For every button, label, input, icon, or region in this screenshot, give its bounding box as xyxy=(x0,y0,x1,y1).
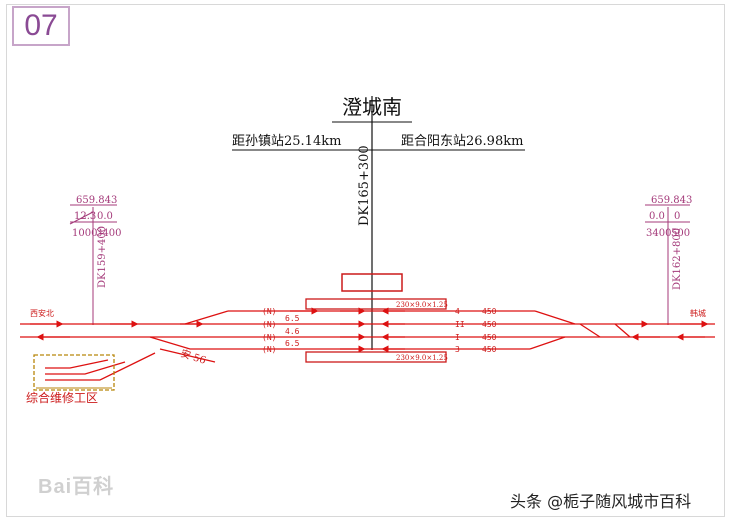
track-i-spacing: 6.5 xyxy=(285,339,300,348)
right-elevation: 659.843 xyxy=(651,195,692,206)
track-3-code: (N) xyxy=(262,345,276,354)
branch-line xyxy=(159,348,216,363)
platform-top-label: 230×9.0×1.25 xyxy=(396,301,448,309)
depot-label: 综合维修工区 xyxy=(26,390,98,405)
platform-bottom xyxy=(305,351,447,363)
distance-right: 距合阳东站26.98km xyxy=(401,134,523,149)
left-grade-b: 0.0 xyxy=(97,211,113,222)
drawing-frame xyxy=(6,4,725,517)
track-ii-number: II xyxy=(455,320,465,329)
right-length-b: 500 xyxy=(671,228,690,239)
center-mileage: DK165+300 xyxy=(357,145,372,226)
tracks xyxy=(20,310,715,381)
track-3-length: 450 xyxy=(482,345,497,354)
direction-right: 韩城 xyxy=(690,308,706,318)
direction-arrows xyxy=(30,307,709,353)
track-i-number: I xyxy=(455,333,460,342)
distance-left: 距孙镇站25.14km xyxy=(232,134,341,149)
track-3-number: 3 xyxy=(455,345,460,354)
track-4-spacing: 6.5 xyxy=(285,314,300,323)
track-4-length: 450 xyxy=(482,307,497,316)
turnout-left-upper xyxy=(184,310,229,325)
track-4-number: 4 xyxy=(455,307,460,316)
track-i-code: (N) xyxy=(262,333,276,342)
right-grade-b: 0 xyxy=(674,211,680,222)
track-ii-length: 450 xyxy=(482,320,497,329)
turnout-right-lower xyxy=(529,336,566,350)
crossover-right xyxy=(579,323,631,338)
depot-siding xyxy=(45,352,156,381)
page-number-badge: 07 xyxy=(12,6,70,46)
track-i-length: 450 xyxy=(482,333,497,342)
left-mileage: DK159+400 xyxy=(97,226,108,288)
station-building xyxy=(341,273,403,292)
platform-bottom-label: 230×9.0×1.25 xyxy=(396,354,448,362)
left-grade-a: 12.3 xyxy=(74,211,96,222)
right-grade-a: 0.0 xyxy=(649,211,665,222)
track-4-code: (N) xyxy=(262,307,276,316)
source-credit: 头条 @栀子随风城市百科 xyxy=(510,492,692,511)
right-mileage: DK162+800 xyxy=(672,228,683,290)
track-ii-spacing: 4.6 xyxy=(285,327,300,336)
right-length-a: 3400 xyxy=(646,228,671,239)
turnout-left-lower xyxy=(149,336,230,350)
direction-left: 西安北 xyxy=(30,308,54,318)
maintenance-depot: 综合维修工区 xyxy=(26,354,115,405)
left-length-b: 3400 xyxy=(96,228,121,239)
left-length-a: 1000 xyxy=(72,228,97,239)
platform-top xyxy=(305,298,447,310)
turnout-right-upper xyxy=(534,310,576,325)
left-grade-marker: 659.843 12.3 0.0 1000 3400 DK159+400 xyxy=(69,195,121,325)
station-name: 澄城南 xyxy=(342,95,402,119)
baidu-watermark: Bai百科 xyxy=(38,476,115,498)
track-ii-code: (N) xyxy=(262,320,276,329)
left-elevation: 659.843 xyxy=(76,195,117,206)
right-grade-marker: 659.843 0.0 0 3400 500 DK162+800 xyxy=(645,195,692,325)
